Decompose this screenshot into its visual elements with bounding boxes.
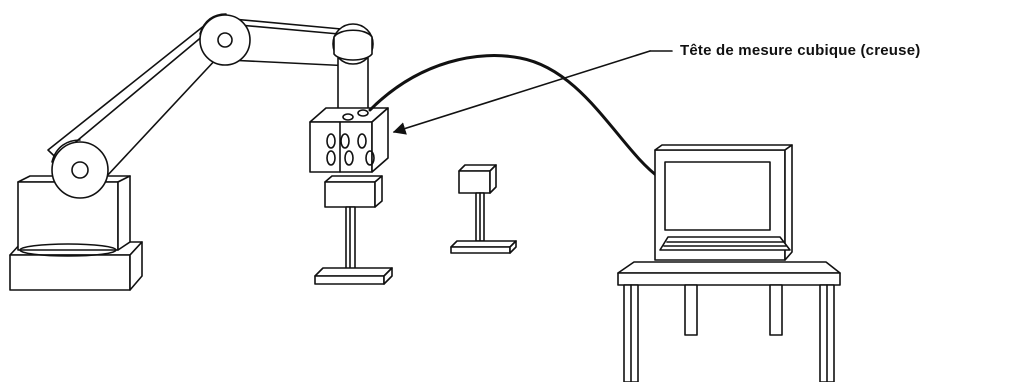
callout-leader xyxy=(392,50,673,135)
computer-terminal xyxy=(654,144,793,261)
computer-keyboard xyxy=(659,236,791,251)
cubic-measuring-head xyxy=(309,107,389,173)
calibration-stand-1 xyxy=(314,175,393,285)
robot-elbow-joint xyxy=(199,13,251,66)
callout-label: Tête de mesure cubique (creuse) xyxy=(680,42,921,59)
robot-base-joint xyxy=(51,139,109,199)
robot-wrist xyxy=(332,23,374,117)
calibration-stand-2 xyxy=(450,164,517,254)
cable xyxy=(368,54,662,180)
computer-desk xyxy=(617,261,841,382)
